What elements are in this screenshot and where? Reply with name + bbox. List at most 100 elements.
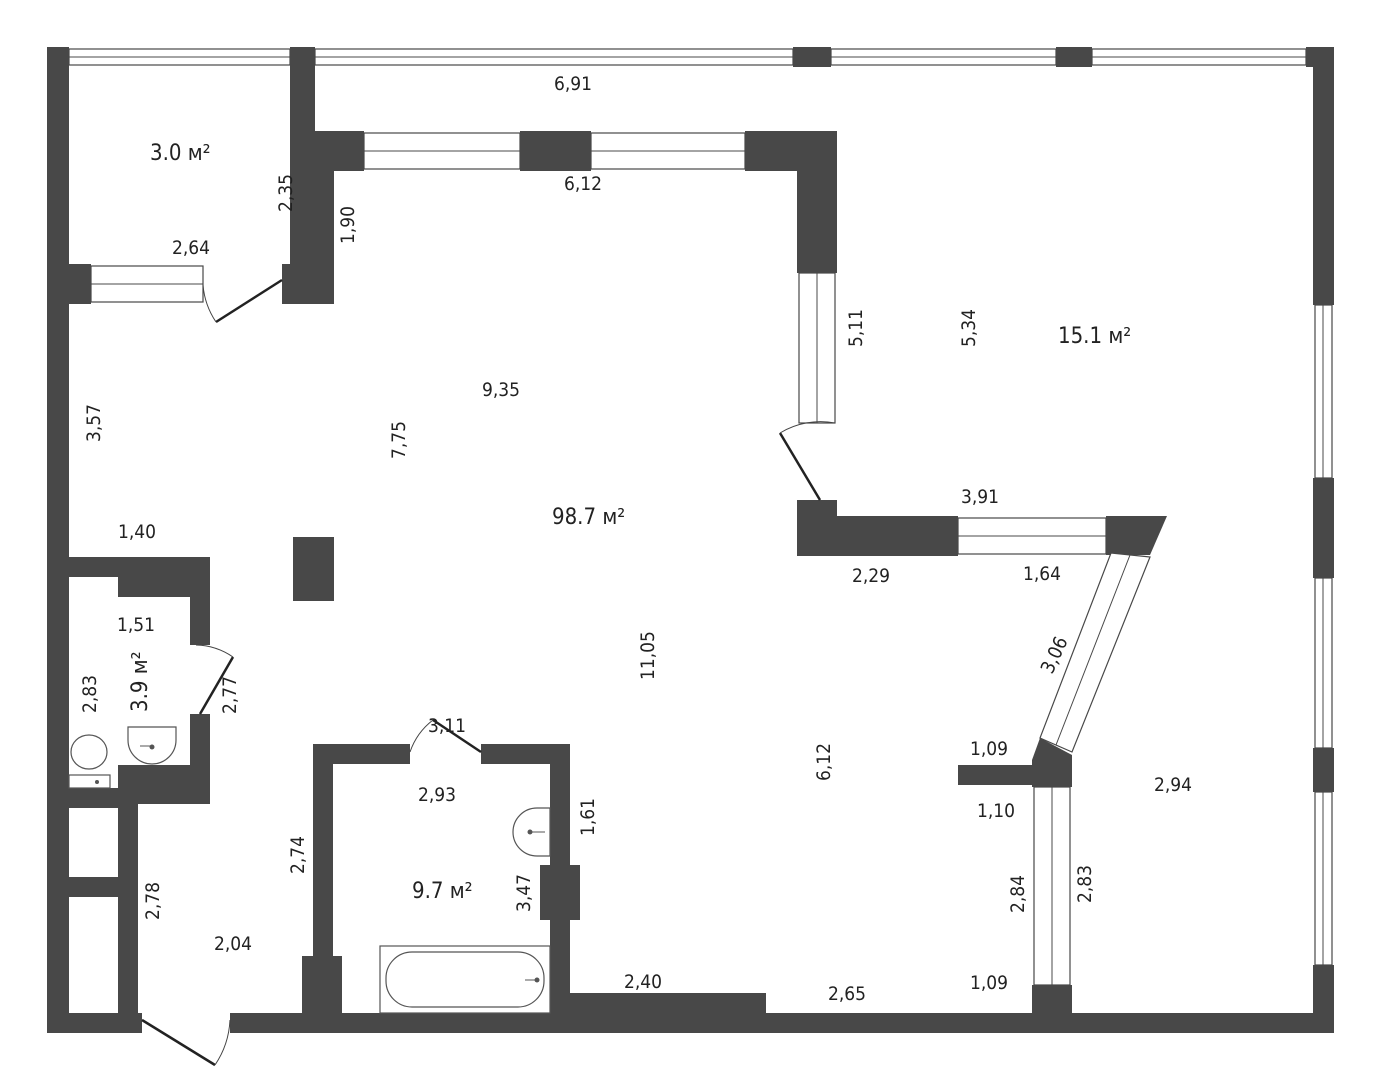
window-bay-1 <box>363 132 521 170</box>
wall-bath-top-right <box>481 744 570 764</box>
wall-mid-post <box>797 500 837 556</box>
window-top-3 <box>830 48 1057 66</box>
door-entrance <box>141 1018 231 1067</box>
wall-bay-mid-post <box>520 131 591 171</box>
dim-mid-wall-right: 1,64 <box>1023 563 1061 585</box>
window-top-1 <box>68 48 291 66</box>
dim-main-height: 11,05 <box>637 631 659 680</box>
wall-right-mid1 <box>1313 478 1334 578</box>
wall-angle-bottom <box>1032 738 1072 787</box>
wall-top-post-2 <box>793 47 831 67</box>
bathtub-icon <box>379 945 551 1014</box>
dim-bath-right-height: 3,47 <box>513 874 535 912</box>
dim-bath-sink-height: 1,61 <box>577 798 599 836</box>
fixtures <box>68 726 551 1014</box>
dim-bottom-middle: 2,65 <box>828 983 866 1005</box>
windows <box>68 48 1333 986</box>
wall-mid-horizontal <box>837 516 958 556</box>
dim-mid-wall-left: 2,29 <box>852 565 890 587</box>
toilet-icon <box>68 734 111 789</box>
dim-bottom-right-stub: 1,09 <box>970 972 1008 994</box>
door-balcony <box>202 278 283 324</box>
wall-closet-divider <box>118 788 138 1018</box>
dim-hall-height: 2,78 <box>142 882 164 920</box>
wall-wc-bottom-left <box>69 788 129 808</box>
wall-bottom-thick <box>560 993 766 1015</box>
area-balcony-room: 3.0 м² <box>150 141 211 166</box>
dimension-labels: 6,91 2,35 1,90 6,12 2,64 5,11 5,34 9,35 … <box>79 73 1192 1005</box>
bath-sink-icon <box>512 807 551 857</box>
dim-window-right-outer: 2,83 <box>1074 865 1096 903</box>
dim-bath-left-height: 2,74 <box>287 836 309 874</box>
area-right-room: 15.1 м² <box>1058 324 1131 349</box>
window-top-2 <box>314 48 794 66</box>
wall-angle-corner <box>1106 516 1167 555</box>
door-bathroom <box>409 718 482 754</box>
dim-main-upper-height: 7,75 <box>388 421 410 459</box>
door-wc <box>195 644 235 715</box>
wall-stub <box>958 765 1032 785</box>
window-bay-2 <box>590 132 746 170</box>
window-angled <box>1039 552 1151 753</box>
wall-bath-top-left <box>313 744 410 764</box>
window-balcony-inner <box>90 265 204 303</box>
dim-bath-inner-width: 2,93 <box>418 784 456 806</box>
area-main-room: 98.7 м² <box>552 505 625 530</box>
window-right-2 <box>1314 577 1333 749</box>
dim-bay-left-height: 1,90 <box>337 206 359 244</box>
wall-closet-shelf <box>69 877 129 897</box>
wall-bottom-right <box>230 1013 1334 1033</box>
dim-right-lower-width: 2,94 <box>1154 774 1192 796</box>
walls <box>47 47 1334 1033</box>
dim-wc-door: 2,77 <box>219 676 241 714</box>
wall-balcony-right <box>290 47 315 267</box>
dim-main-width: 9,35 <box>482 379 520 401</box>
column <box>293 537 334 601</box>
sink-icon <box>127 726 177 765</box>
dim-mid-wall-width: 3,91 <box>961 486 999 508</box>
wall-top-post-3 <box>1056 47 1092 67</box>
dim-top-length: 6,91 <box>554 73 592 95</box>
dim-lower-stub: 1,10 <box>977 800 1015 822</box>
dim-bay-width: 6,12 <box>564 173 602 195</box>
wall-right-top <box>1313 47 1334 305</box>
dim-hall-width: 2,04 <box>214 933 252 955</box>
dim-lower-middle-height: 6,12 <box>813 743 835 781</box>
dim-bottom-thick: 2,40 <box>624 971 662 993</box>
wall-bath-left <box>313 744 333 1016</box>
dim-wc-top-width: 1,40 <box>118 521 156 543</box>
wall-bath-right-post <box>540 865 580 920</box>
wall-left <box>47 47 69 1033</box>
window-right-1 <box>1314 304 1333 479</box>
window-mid-horizontal <box>957 517 1107 555</box>
wall-balcony-bottom-left <box>69 264 91 304</box>
area-small-bath: 3.9 м² <box>128 651 153 712</box>
dim-right-room-left: 5,11 <box>845 309 867 347</box>
dim-window-right-inner: 2,84 <box>1007 875 1029 913</box>
wall-wc-top <box>69 557 210 577</box>
dim-wc-left-height: 2,83 <box>79 675 101 713</box>
dim-left-upper-height: 3,57 <box>83 404 105 442</box>
area-bathroom: 9.7 м² <box>412 879 473 904</box>
window-vertical-right <box>1033 786 1071 986</box>
window-vertical-mid <box>798 272 836 424</box>
dim-balcony-width: 2,64 <box>172 237 210 259</box>
dim-right-room-height: 5,34 <box>958 309 980 347</box>
wall-bay-right-column <box>797 131 837 273</box>
dim-bath-door-width: 3,11 <box>428 715 466 737</box>
wall-wc-right-upper <box>190 557 210 645</box>
door-right-room <box>778 421 836 501</box>
dim-balcony-right-height: 2,35 <box>275 174 297 212</box>
doors <box>141 278 836 1067</box>
wall-wc-top-inner <box>118 577 190 597</box>
wall-bath-left-post <box>302 956 342 1016</box>
dim-wc-inner-width: 1,51 <box>117 614 155 636</box>
dim-stub-width: 1,09 <box>970 738 1008 760</box>
window-top-4 <box>1091 48 1307 66</box>
area-labels: 3.0 м² 15.1 м² 98.7 м² 3.9 м² 9.7 м² <box>128 141 1131 904</box>
window-right-3 <box>1314 791 1333 966</box>
wall-bay-left-column <box>314 131 334 303</box>
wall-right-column-bottom <box>1032 985 1072 1015</box>
wall-right-mid2 <box>1313 748 1334 792</box>
